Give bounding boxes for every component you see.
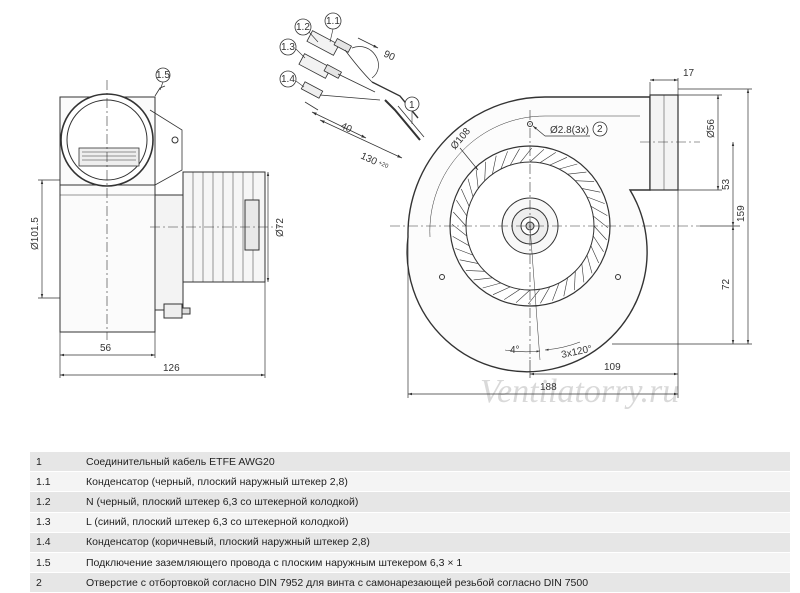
table-row: 2 Отверстие с отбортовкой согласно DIN 7…: [30, 572, 790, 593]
impeller-blade: [549, 157, 568, 166]
dim-side-126: 126: [163, 363, 180, 374]
watermark-text: Ventilatorry.ru: [480, 373, 679, 410]
dim-72: 72: [721, 278, 732, 290]
impeller-blade: [539, 152, 556, 164]
impeller-blade: [590, 205, 608, 216]
impeller-blade: [451, 223, 467, 237]
connector-detail: [298, 30, 419, 159]
dim-cable-40: 40: [339, 121, 354, 136]
impeller-blade: [581, 263, 585, 283]
part-number: 1: [30, 452, 80, 473]
callout-1: 1: [404, 96, 420, 124]
impeller-blade: [586, 196, 605, 204]
table-row: 1.5 Подключение заземляющего провода с п…: [30, 552, 790, 574]
impeller-blade: [540, 286, 551, 304]
impeller-blade: [467, 178, 474, 197]
callout-1-4: 1.4: [279, 70, 305, 88]
dim-motor-diameter: Ø72: [275, 218, 286, 237]
callout-2: 2: [592, 121, 608, 137]
table-row: 1 Соединительный кабель ETFE AWG20: [30, 452, 790, 473]
part-number: 1.1: [30, 471, 80, 493]
part-description: Конденсатор (черный, плоский наружный шт…: [80, 471, 790, 493]
part-description: Конденсатор (коричневый, плоский наружны…: [80, 532, 790, 553]
impeller-blade: [509, 148, 520, 166]
impeller-blade: [527, 289, 541, 305]
dim-outlet-diameter: Ø56: [706, 119, 717, 138]
dim-53: 53: [721, 178, 732, 190]
impeller-blade: [500, 151, 508, 170]
impeller-blade: [455, 248, 474, 256]
part-description: Подключение заземляющего провода с плоск…: [80, 552, 790, 574]
impeller-blade: [559, 163, 578, 170]
impeller-blade: [492, 155, 497, 175]
impeller-blade: [529, 149, 545, 163]
impeller-blade: [456, 200, 468, 217]
svg-text:1: 1: [409, 100, 415, 111]
impeller-blade: [461, 188, 470, 207]
dim-109: 109: [604, 362, 621, 373]
impeller-blade: [484, 161, 486, 181]
callout-1-3: 1.3: [279, 38, 306, 59]
front-view-dimensions: [407, 78, 752, 398]
impeller-blade: [515, 289, 531, 303]
svg-text:1.2: 1.2: [296, 22, 310, 33]
callout-1-1: 1.1: [324, 12, 342, 43]
side-view-dimensions: [38, 172, 270, 378]
table-row: 1.2 N (черный, плоский штекер 6,3 со ште…: [30, 491, 790, 513]
impeller-blade: [492, 286, 511, 295]
side-view: [59, 80, 280, 340]
impeller-blade: [567, 171, 587, 175]
impeller-blade: [593, 215, 609, 229]
impeller-blade: [475, 169, 479, 189]
table-row: 1.4 Конденсатор (коричневый, плоский нар…: [30, 532, 790, 553]
callout-1-5: 1.5: [155, 67, 171, 91]
part-number: 1.5: [30, 552, 80, 574]
impeller-blade: [465, 270, 485, 272]
svg-text:1.1: 1.1: [326, 16, 340, 27]
part-description: Соединительный кабель ETFE AWG20: [80, 452, 790, 473]
table-row: 1.3 L (синий, плоский штекер 6,3 со штек…: [30, 512, 790, 533]
dim-angle-4: 4°: [510, 345, 520, 356]
table-row: 1.1 Конденсатор (черный, плоский наружны…: [30, 471, 790, 493]
impeller-blade: [575, 180, 595, 182]
dim-cable-130: 130: [359, 151, 379, 168]
dim-outlet-17: 17: [683, 68, 695, 79]
technical-drawing: Ventilatorry.ru: [30, 12, 752, 410]
impeller-blade: [563, 277, 568, 297]
part-description: N (черный, плоский штекер 6,3 со штекерн…: [80, 491, 790, 513]
part-number: 1.4: [30, 532, 80, 553]
impeller-blade: [552, 282, 560, 301]
impeller-blade: [504, 288, 521, 300]
impeller-blade: [581, 188, 601, 193]
part-description: L (синий, плоский штекер 6,3 со штекерно…: [80, 512, 790, 533]
part-number: 1.3: [30, 512, 80, 533]
impeller-blade: [459, 259, 479, 264]
svg-text:2: 2: [597, 124, 603, 135]
impeller-blade: [592, 235, 604, 252]
impeller-blade: [574, 271, 576, 291]
impeller-blade: [452, 236, 470, 247]
dim-side-diameter: Ø101.5: [30, 217, 41, 250]
parts-table: 1 Соединительный кабель ETFE AWG20 1.1 К…: [30, 452, 790, 593]
part-number: 1.2: [30, 491, 80, 513]
dim-cable-130-tol: +20: [377, 160, 389, 170]
impeller-blade: [586, 255, 593, 274]
dim-hole: Ø2.8(3x): [550, 125, 589, 136]
impeller-blade: [593, 225, 607, 241]
dim-cable-90: 90: [382, 49, 397, 64]
dim-159: 159: [736, 205, 747, 222]
dim-side-56: 56: [100, 343, 112, 354]
dim-188: 188: [540, 382, 557, 393]
impeller-blade: [453, 211, 467, 227]
callout-1-2: 1.2: [294, 18, 319, 43]
impeller-blade: [482, 282, 501, 289]
front-view: [384, 94, 700, 373]
part-number: 2: [30, 572, 80, 593]
part-description: Отверстие с отбортовкой согласно DIN 795…: [80, 572, 790, 593]
svg-text:1.4: 1.4: [281, 74, 295, 85]
svg-text:1.3: 1.3: [281, 42, 295, 53]
impeller-blade: [473, 277, 493, 281]
impeller-blade: [590, 245, 599, 264]
svg-text:1.5: 1.5: [156, 70, 170, 81]
